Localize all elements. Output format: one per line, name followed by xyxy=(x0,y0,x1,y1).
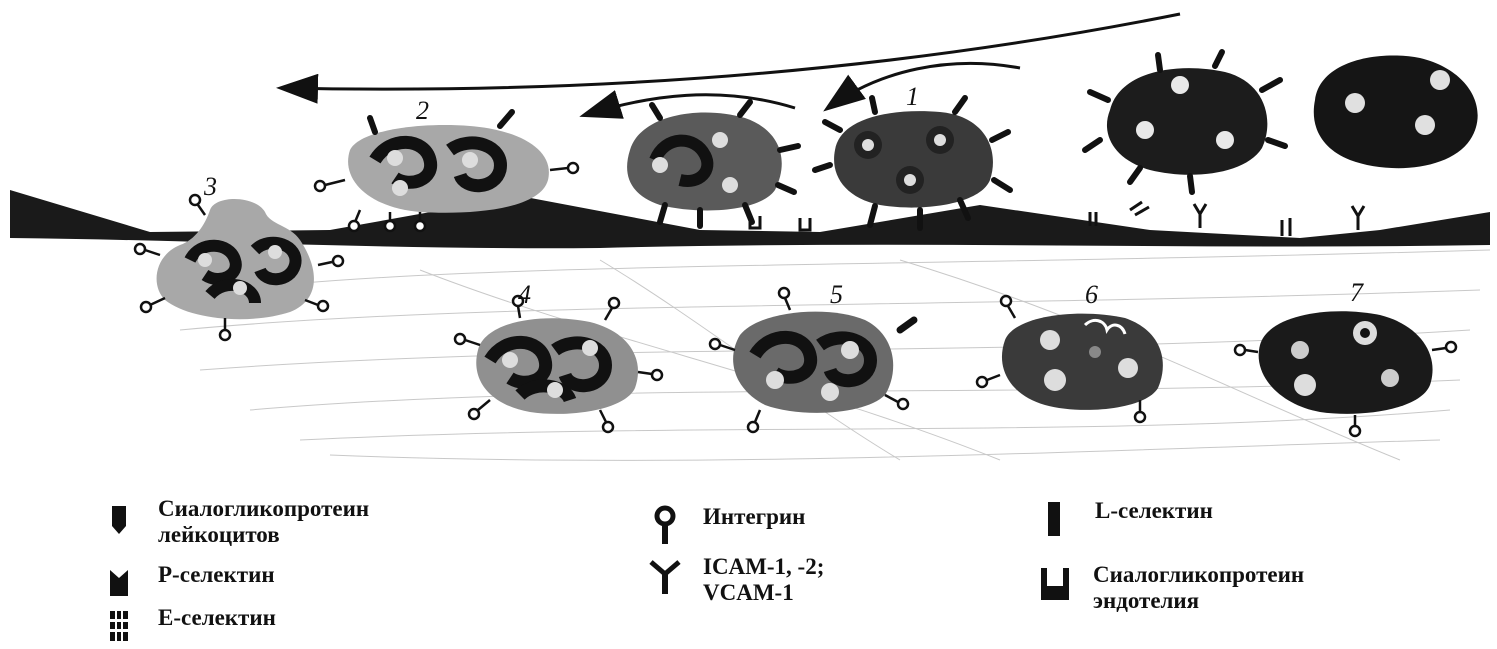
e-selectin-icon xyxy=(100,605,144,649)
leukocyte-tethering xyxy=(627,102,798,226)
legend-item-l-selectin: L-селектин xyxy=(1035,498,1213,542)
leukocyte-stage-6 xyxy=(977,296,1163,422)
legend-label: Интегрин xyxy=(703,504,805,530)
stage-number-2: 2 xyxy=(416,96,429,126)
stage-number-6: 6 xyxy=(1085,280,1098,310)
leukocyte-stage-3 xyxy=(135,195,343,340)
stage-number-1: 1 xyxy=(906,82,919,112)
legend-label: Сиалогликопротеин эндотелия xyxy=(1093,562,1304,614)
sialoglycoprotein-endothelium-icon xyxy=(1035,562,1079,606)
p-selectin-icon xyxy=(100,562,144,606)
legend-label: ICAM-1, -2; VCAM-1 xyxy=(703,554,824,606)
legend-item-e-selectin: Е-селектин xyxy=(100,605,276,649)
legend-item-icam-vcam: ICAM-1, -2; VCAM-1 xyxy=(645,554,824,606)
stage-number-3: 3 xyxy=(204,172,217,202)
leukocyte-stage-4 xyxy=(455,296,662,432)
l-selectin-icon xyxy=(1035,498,1079,542)
circulating-cell-round xyxy=(1314,55,1478,168)
stage-number-4: 4 xyxy=(518,280,531,310)
circulating-cell-spiky xyxy=(1085,52,1285,192)
leukocyte-stage-5 xyxy=(710,288,914,432)
legend-label: Р-селектин xyxy=(158,562,275,588)
flow-arrow-long xyxy=(282,14,1180,89)
legend-label: L-селектин xyxy=(1095,498,1213,524)
legend-item-sialoglycoprotein-endothelium: Сиалогликопротеин эндотелия xyxy=(1035,562,1304,614)
icam-vcam-icon xyxy=(645,554,689,598)
integrin-icon xyxy=(645,504,689,548)
stage-number-5: 5 xyxy=(830,280,843,310)
flow-arrow-to-1 xyxy=(828,63,1020,108)
legend-item-integrin: Интегрин xyxy=(645,504,805,548)
flow-arrow-to-2 xyxy=(585,95,795,115)
legend-item-p-selectin: Р-селектин xyxy=(100,562,275,606)
legend-label: Сиалогликопротеин лейкоцитов xyxy=(158,496,369,548)
legend-item-sialoglycoprotein-leukocytes: Сиалогликопротеин лейкоцитов xyxy=(100,496,369,548)
stage-number-7: 7 xyxy=(1350,278,1363,308)
sialoglycoprotein-leukocyte-icon xyxy=(100,496,144,540)
legend-label: Е-селектин xyxy=(158,605,276,631)
